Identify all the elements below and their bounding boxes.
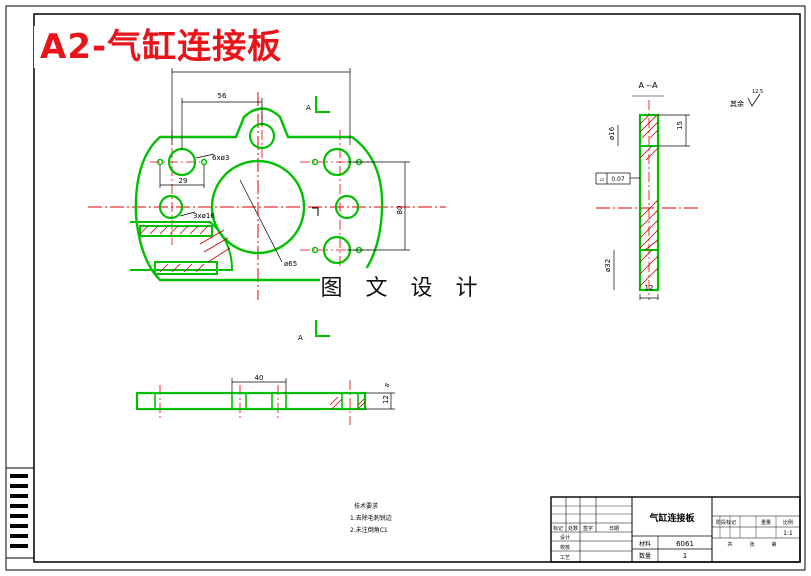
tech-note-2: 2.未注倒角C1 [350,526,388,534]
tech-notes-title: 技术要求 [354,502,378,510]
drawing-title: A2-气缸连接板 [34,26,356,68]
main-bore [210,159,306,255]
section-mark-a-bottom: A [298,334,303,342]
quantity-label: 数量 [639,552,651,560]
roughness-value: 12.5 [752,89,763,95]
col-date: 日期 [609,526,619,532]
col-sign: 签字 [583,525,593,532]
col-ratio: 比例 [783,519,793,526]
col-total: 共 [727,541,732,548]
flatness-frame [595,172,631,185]
dim-80: 80 [396,206,404,215]
col-mark: 标记 [553,525,563,532]
dim-32: ø32 [604,259,612,272]
dim-6x3: 6xø3 [212,154,229,162]
finish-note: 其余 [730,99,744,108]
col-sheet: 张 [749,541,754,548]
bottom-view: 40 12 8 [135,374,395,425]
col-stage: 阶段标记 [716,519,736,526]
title-block [550,496,801,563]
row-design: 设计 [560,534,570,541]
roughness-icon [747,93,761,107]
scale-value: 1:1 [783,530,793,537]
section-title: A --A [638,81,658,90]
dim-16: ø16 [608,126,616,140]
tech-note-1: 1.去除毛刺锐边 [350,514,392,522]
flatness-value: 0.07 [611,176,625,183]
row-process: 工艺 [560,555,570,561]
dim-15: 15 [676,121,684,130]
technical-notes: 技术要求 1.去除毛刺锐边 2.未注倒角C1 [350,502,392,534]
quantity-value: 1 [683,552,687,560]
dim-12-section: 12 [645,284,654,292]
row-check: 校核 [560,544,570,551]
dim-40: 40 [255,374,264,382]
material-value: 6061 [676,540,694,548]
section-mark-a-top: A [306,104,311,112]
part-name: 气缸连接板 [648,512,695,524]
binding-strip [5,467,35,559]
inner-border [33,13,801,563]
dim-12-bottom: 12 [382,395,390,404]
dim-65: ø65 [284,260,297,268]
dim-29: 29 [179,177,188,185]
flatness-icon: ▱ [600,176,605,183]
col-count: 处数 [568,525,578,532]
title-block-text: 气缸连接板 材料 6061 数量 1 阶段标记 重量 比例 1:1 共 张 第 … [553,512,793,561]
section-view: A --A 15 ø16 ø32 12 [595,81,763,300]
dim-8: 8 [384,382,392,389]
watermark-text: 图 文 设 计 [320,268,486,310]
plate-outline [134,107,384,282]
dim-56: 56 [218,92,227,100]
material-label: 材料 [639,540,651,548]
front-view: 130 56 29 6xø3 3xø16 ø65 80 A A [88,62,446,342]
outer-border [5,5,806,571]
col-weight: 重量 [761,519,771,526]
bottom-outline [135,391,367,411]
col-of: 第 [771,541,776,548]
dim-3x16: 3xø16 [193,212,215,220]
